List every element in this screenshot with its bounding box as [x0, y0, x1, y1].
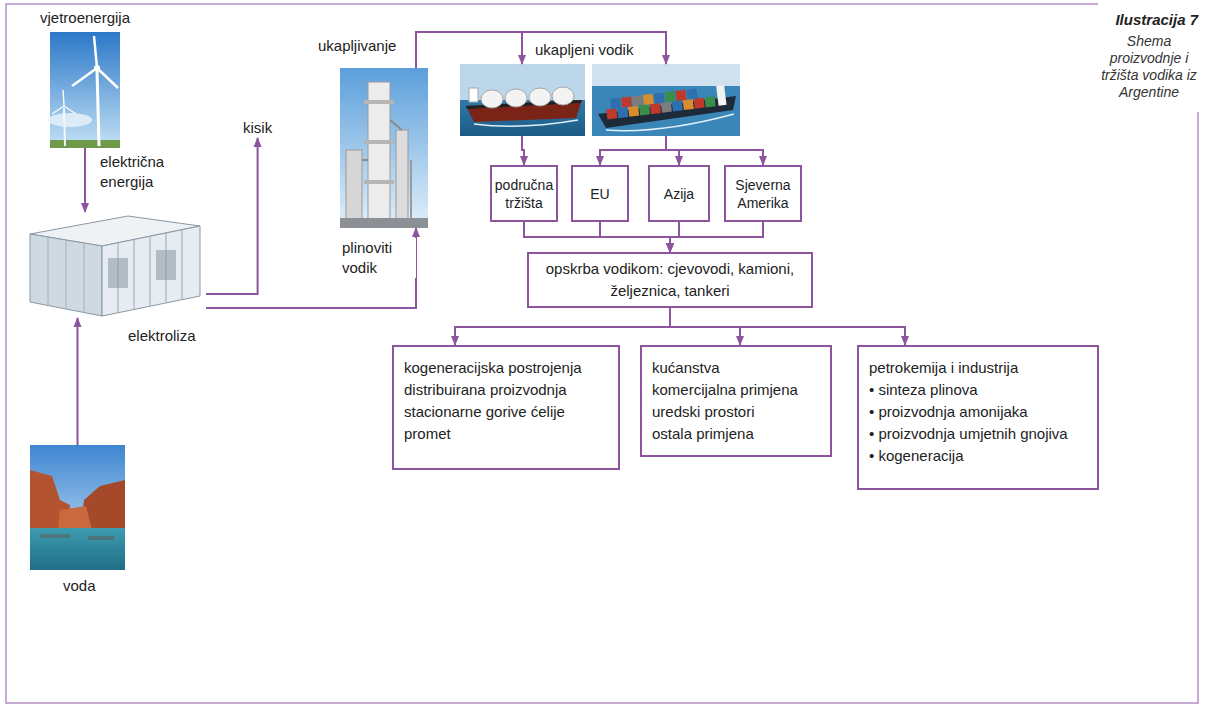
- picture-label: ukapljivanje: [318, 36, 396, 56]
- picture-node: ukapljivanje: [340, 68, 428, 228]
- arrow-line: [524, 222, 670, 252]
- flow-arrow: [455, 308, 670, 345]
- edge-label: plinoviti vodik: [340, 238, 416, 278]
- flow-arrow: [524, 222, 670, 252]
- node-text: distribuirana proizvodnja: [404, 379, 608, 401]
- arrow-line: [666, 136, 763, 165]
- node-text: ostala primjena: [652, 423, 820, 445]
- process-box: Sjeverna Amerika: [724, 165, 802, 222]
- node-text: promet: [404, 423, 608, 445]
- figure-caption: Shema proizvodnje i tržišta vodika iz Ar…: [1100, 33, 1198, 101]
- process-box: EU: [571, 165, 629, 222]
- title-block: Ilustracija 7 Shema proizvodnje i tržišta…: [1100, 10, 1198, 101]
- flow-arrow: [416, 32, 666, 68]
- flow-arrow: [206, 138, 258, 294]
- arrow-line: [670, 222, 763, 252]
- node-text: • sinteza plinova: [869, 379, 1087, 401]
- picture-node: ukapljeni vodik: [460, 64, 740, 136]
- arrow-line: [416, 32, 666, 68]
- flow-arrow: [600, 136, 666, 165]
- node-text: područna tržišta: [495, 176, 553, 212]
- flow-arrow: [670, 222, 763, 252]
- picture-label: elektroliza: [128, 326, 196, 346]
- flow-arrow: [670, 308, 905, 345]
- lng-tanker-picture: [460, 64, 585, 136]
- arrow-line: [77, 318, 79, 445]
- frame: [6, 4, 1198, 703]
- flow-arrow: [600, 222, 670, 252]
- container-ship-picture: [592, 64, 740, 136]
- node-text: • proizvodnja amonijaka: [869, 401, 1087, 423]
- node-text: opskrba vodikom: cjevovodi, kamioni, žel…: [533, 258, 807, 302]
- arrow-line: [206, 228, 416, 308]
- node-text: uredski prostori: [652, 401, 820, 423]
- node-text: • kogeneracija: [869, 445, 1087, 467]
- process-box: područna tržišta: [490, 165, 558, 222]
- flow-arrow: [206, 228, 416, 308]
- picture-node: vjetroenergija: [50, 32, 120, 148]
- arrow-line: [600, 136, 666, 165]
- node-text: stacionarne gorive ćelije: [404, 401, 608, 423]
- node-text: Sjeverna Amerika: [730, 176, 796, 212]
- arrow-line: [670, 308, 905, 345]
- arrow-line: [455, 308, 670, 345]
- arrow-line: [522, 136, 524, 165]
- figure-title: Ilustracija 7: [1100, 10, 1198, 30]
- electrolyser-picture: [30, 216, 200, 316]
- water-picture: [30, 445, 125, 570]
- picture-node: voda: [30, 445, 125, 570]
- arrow-line: [84, 148, 86, 212]
- process-box: petrokemija i industrija• sinteza plinov…: [857, 345, 1099, 490]
- process-box: kogeneracijska postrojenjadistribuirana …: [392, 345, 620, 470]
- text-node: kisik: [243, 118, 272, 138]
- arrow-line: [521, 32, 523, 64]
- arrow-line: [206, 138, 258, 294]
- process-box: Azija: [648, 165, 710, 222]
- arrow-line: [600, 222, 670, 252]
- picture-label: vjetroenergija: [40, 8, 130, 28]
- flow-arrow: [522, 136, 524, 165]
- node-text: Azija: [664, 185, 694, 203]
- node-text: komercijalna primjena: [652, 379, 820, 401]
- node-text: kisik: [243, 118, 272, 138]
- liquefaction-plant-picture: [340, 68, 428, 228]
- node-text: petrokemija i industrija: [869, 357, 1087, 379]
- flow-arrow: [85, 148, 86, 212]
- picture-node: elektroliza: [22, 212, 206, 318]
- edge-label: električna energija: [98, 152, 182, 192]
- picture-label: ukapljeni vodik: [535, 40, 633, 60]
- picture-label: voda: [63, 576, 96, 596]
- node-text: kogeneracijska postrojenja: [404, 357, 608, 379]
- node-text: EU: [590, 185, 609, 203]
- process-box: opskrba vodikom: cjevovodi, kamioni, žel…: [527, 252, 813, 308]
- process-box: kućanstvakomercijalna primjenauredski pr…: [640, 345, 832, 457]
- flow-arrow: [77, 318, 78, 445]
- node-text: • proizvodnja umjetnih gnojiva: [869, 423, 1087, 445]
- wind-picture: [48, 32, 120, 148]
- node-text: kućanstva: [652, 357, 820, 379]
- flow-arrow: [666, 136, 763, 165]
